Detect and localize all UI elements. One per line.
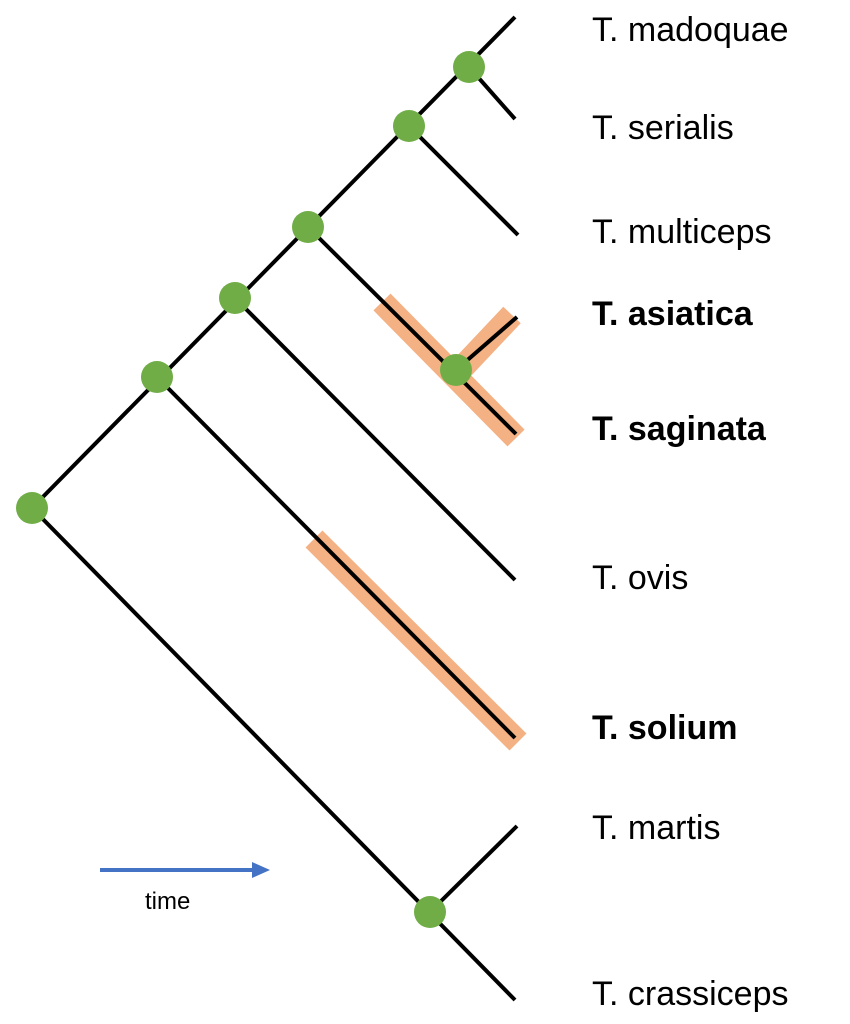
taxon-label: T. asiatica <box>592 295 753 333</box>
branch-saginata <box>306 225 518 436</box>
time-arrow-icon <box>100 862 270 878</box>
time-label: time <box>145 888 191 915</box>
taxon-label: T. madoquae <box>592 11 789 49</box>
branch-ovis <box>233 296 517 582</box>
node <box>292 211 324 243</box>
node <box>414 896 446 928</box>
branch-multiceps <box>407 124 520 237</box>
node <box>219 282 251 314</box>
taxon-label: T. ovis <box>592 559 689 597</box>
node <box>393 110 425 142</box>
highlights <box>305 293 527 751</box>
branch-martis <box>428 824 519 914</box>
taxon-label: T. crassiceps <box>592 975 789 1013</box>
branch-crassiceps <box>30 506 517 1002</box>
taxon-label: T. serialis <box>592 109 734 147</box>
branches <box>30 15 520 1002</box>
node-root <box>16 492 48 524</box>
taxon-label: T. martis <box>592 809 721 847</box>
taxon-label: T. multiceps <box>592 213 772 251</box>
branch-madoquae <box>30 15 517 510</box>
node <box>141 361 173 393</box>
taxon-label: T. saginata <box>592 410 766 448</box>
taxon-label: T. solium <box>592 709 738 747</box>
node <box>453 51 485 83</box>
node <box>440 354 472 386</box>
branch-solium <box>155 375 517 740</box>
nodes <box>16 51 485 928</box>
